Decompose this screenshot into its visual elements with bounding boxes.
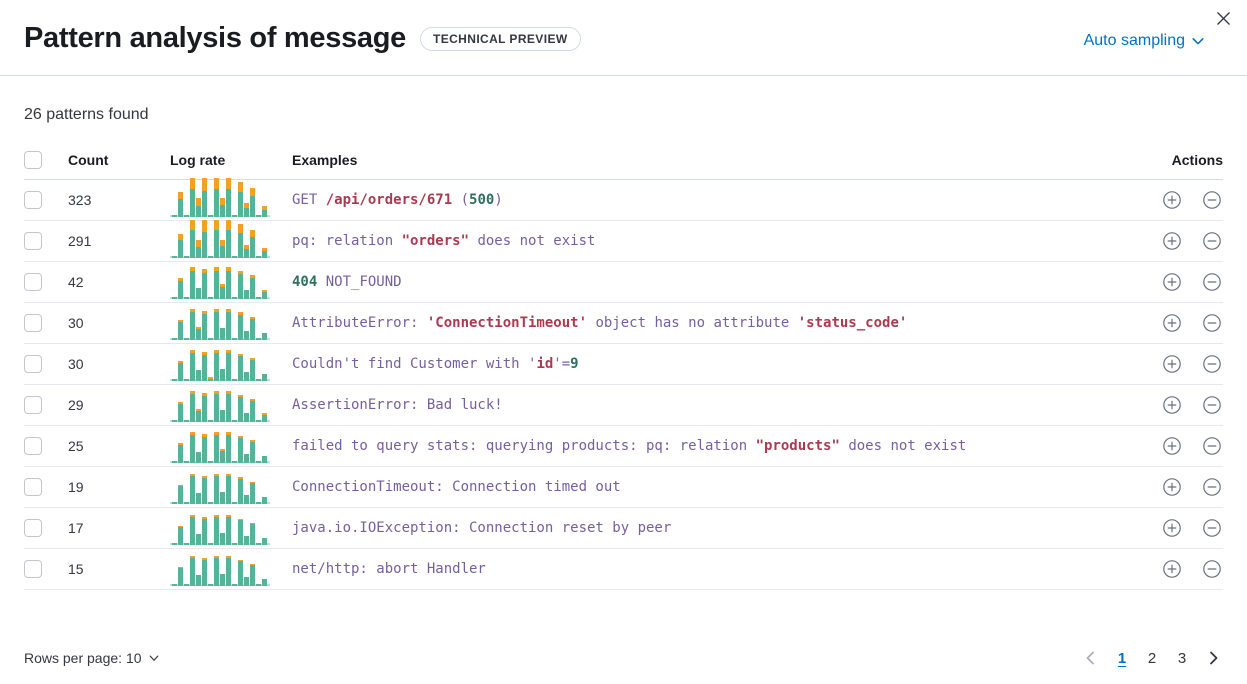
count-value: 291: [68, 233, 92, 249]
log-rate-sparkline: [170, 220, 270, 258]
log-rate-sparkline: [170, 552, 270, 586]
sampling-label: Auto sampling: [1083, 32, 1185, 49]
flyout-body: 26 patterns found Count Log rate Example…: [0, 106, 1247, 590]
row-checkbox[interactable]: [24, 437, 42, 455]
pattern-table: Count Log rate Examples Actions 323 GET /…: [24, 140, 1223, 590]
filter-out-pattern-icon[interactable]: [1201, 271, 1223, 293]
table-row: 30 AttributeError: 'ConnectionTimeout' ob…: [24, 303, 1223, 344]
patterns-found-summary: 26 patterns found: [24, 106, 149, 123]
example-message: 404 NOT_FOUND: [292, 274, 402, 290]
table-row: 42 404 NOT_FOUND: [24, 262, 1223, 303]
sampling-dropdown[interactable]: Auto sampling: [1084, 32, 1205, 50]
filter-in-pattern-icon[interactable]: [1161, 230, 1183, 252]
table-row: 19 ConnectionTimeout: Connection timed ou…: [24, 467, 1223, 508]
row-checkbox[interactable]: [24, 560, 42, 578]
example-message: ConnectionTimeout: Connection timed out: [292, 479, 621, 495]
column-header-examples: Examples: [292, 151, 358, 168]
example-message: Couldn't find Customer with 'id'=9: [292, 356, 579, 372]
column-header-log-rate: Log rate: [170, 151, 226, 168]
filter-out-pattern-icon[interactable]: [1201, 435, 1223, 457]
pattern-table-body: 323 GET /api/orders/671 (500) 291 pq: relat…: [24, 178, 1223, 590]
table-row: 29 AssertionError: Bad luck!: [24, 385, 1223, 426]
row-checkbox[interactable]: [24, 314, 42, 332]
row-checkbox[interactable]: [24, 478, 42, 496]
row-checkbox[interactable]: [24, 191, 42, 209]
column-header-actions: Actions: [1171, 151, 1223, 168]
count-value: 29: [68, 397, 84, 413]
table-header-row: Count Log rate Examples Actions: [24, 140, 1223, 180]
example-message: GET /api/orders/671 (500): [292, 192, 503, 208]
log-rate-sparkline: [170, 429, 270, 463]
log-rate-sparkline: [170, 470, 270, 504]
select-all-checkbox[interactable]: [24, 150, 42, 169]
page-number-1[interactable]: 1: [1111, 646, 1133, 670]
log-rate-sparkline: [170, 265, 270, 299]
next-page-icon[interactable]: [1203, 650, 1223, 666]
filter-out-pattern-icon[interactable]: [1201, 189, 1223, 211]
flyout-header: Pattern analysis of message TECHNICAL PR…: [0, 0, 1247, 76]
count-value: 15: [68, 561, 84, 577]
column-header-count: Count: [68, 151, 109, 168]
filter-out-pattern-icon[interactable]: [1201, 394, 1223, 416]
example-message: AssertionError: Bad luck!: [292, 397, 503, 413]
table-row: 17 java.io.IOException: Connection reset …: [24, 508, 1223, 549]
close-icon[interactable]: [1211, 6, 1235, 30]
filter-in-pattern-icon[interactable]: [1161, 271, 1183, 293]
filter-out-pattern-icon[interactable]: [1201, 558, 1223, 580]
table-row: 291 pq: relation "orders" does not exist: [24, 220, 1223, 262]
chevron-down-icon: [1191, 34, 1205, 48]
table-row: 25 failed to query stats: querying produc…: [24, 426, 1223, 467]
filter-in-pattern-icon[interactable]: [1161, 189, 1183, 211]
count-value: 17: [68, 520, 84, 536]
count-value: 25: [68, 438, 84, 454]
page-number-3[interactable]: 3: [1171, 646, 1193, 670]
filter-in-pattern-icon[interactable]: [1161, 558, 1183, 580]
log-rate-sparkline: [170, 511, 270, 545]
filter-out-pattern-icon[interactable]: [1201, 230, 1223, 252]
example-message: java.io.IOException: Connection reset by…: [292, 520, 672, 536]
filter-out-pattern-icon[interactable]: [1201, 353, 1223, 375]
row-checkbox[interactable]: [24, 355, 42, 373]
page-number-2[interactable]: 2: [1141, 646, 1163, 670]
filter-in-pattern-icon[interactable]: [1161, 353, 1183, 375]
technical-preview-badge: TECHNICAL PREVIEW: [419, 26, 581, 51]
log-rate-sparkline: [170, 347, 270, 381]
example-message: pq: relation "orders" does not exist: [292, 233, 596, 249]
row-checkbox[interactable]: [24, 273, 42, 291]
rows-per-page-label: Rows per page: 10: [24, 650, 142, 666]
log-rate-sparkline: [170, 388, 270, 422]
count-value: 323: [68, 192, 92, 208]
example-message: AttributeError: 'ConnectionTimeout' obje…: [292, 315, 908, 331]
filter-out-pattern-icon[interactable]: [1201, 312, 1223, 334]
filter-in-pattern-icon[interactable]: [1161, 312, 1183, 334]
count-value: 30: [68, 315, 84, 331]
count-value: 30: [68, 356, 84, 372]
rows-per-page-selector[interactable]: Rows per page: 10: [24, 650, 160, 666]
previous-page-icon[interactable]: [1081, 650, 1101, 666]
chevron-down-icon: [148, 652, 160, 664]
filter-in-pattern-icon[interactable]: [1161, 476, 1183, 498]
row-checkbox[interactable]: [24, 519, 42, 537]
table-row: 30 Couldn't find Customer with 'id'=9: [24, 344, 1223, 385]
count-value: 19: [68, 479, 84, 495]
log-rate-sparkline: [170, 306, 270, 340]
example-message: failed to query stats: querying products…: [292, 438, 967, 454]
filter-out-pattern-icon[interactable]: [1201, 517, 1223, 539]
filter-out-pattern-icon[interactable]: [1201, 476, 1223, 498]
filter-in-pattern-icon[interactable]: [1161, 394, 1183, 416]
page-title: Pattern analysis of message: [24, 22, 406, 54]
log-rate-sparkline: [170, 178, 270, 217]
filter-in-pattern-icon[interactable]: [1161, 435, 1183, 457]
row-checkbox[interactable]: [24, 396, 42, 414]
table-row: 323 GET /api/orders/671 (500): [24, 178, 1223, 221]
filter-in-pattern-icon[interactable]: [1161, 517, 1183, 539]
row-checkbox[interactable]: [24, 232, 42, 250]
example-message: net/http: abort Handler: [292, 561, 486, 577]
count-value: 42: [68, 274, 84, 290]
table-row: 15 net/http: abort Handler: [24, 549, 1223, 590]
